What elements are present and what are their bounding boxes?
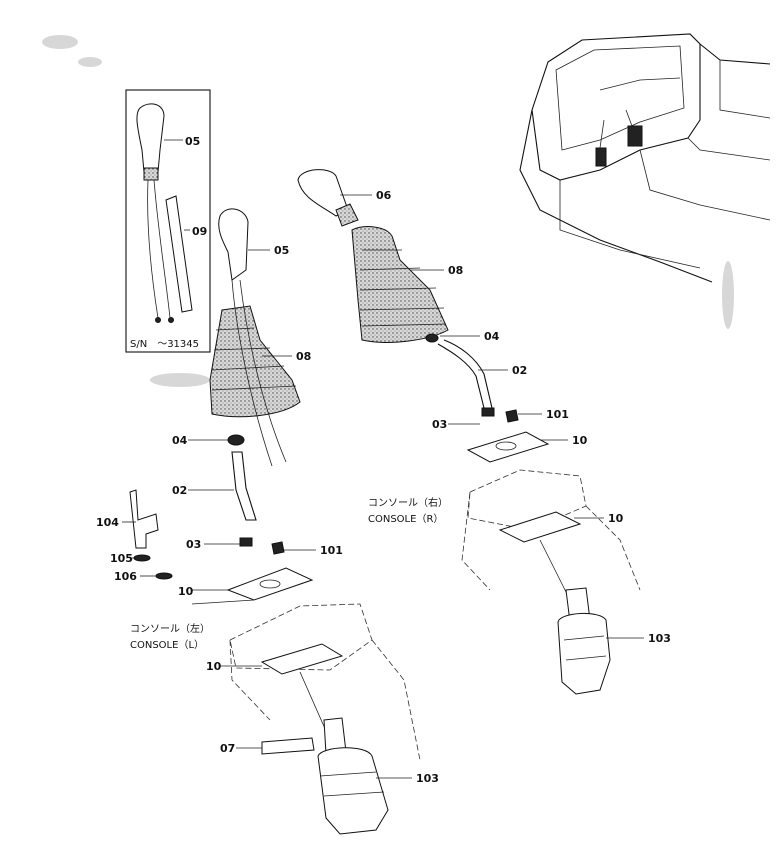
label-103-left: 103: [416, 772, 439, 785]
label-10-right-top: 10: [572, 434, 588, 447]
label-04-right: 04: [484, 330, 500, 343]
excavator-cab-illustration: [519, 33, 771, 283]
label-10-right-bottom: 10: [608, 512, 624, 525]
label-104: 104: [96, 516, 119, 529]
right-lever-assembly: [297, 169, 644, 695]
console-left-jp: コンソール（左）: [130, 622, 210, 635]
label-04-left: 04: [172, 434, 188, 447]
label-09: 09: [192, 225, 207, 238]
label-10-left-top: 10: [178, 585, 194, 598]
left-lever-assembly: [122, 208, 421, 835]
label-05: 05: [274, 244, 289, 257]
label-10-left-bottom: 10: [206, 660, 222, 673]
label-03-right: 03: [432, 418, 447, 431]
label-103-right: 103: [648, 632, 671, 645]
smudge-top-left: [42, 35, 102, 67]
label-101-right: 101: [546, 408, 569, 421]
label-106: 106: [114, 570, 137, 583]
console-left-en: CONSOLE（L）: [130, 639, 204, 651]
label-08-right: 08: [448, 264, 463, 277]
label-07: 07: [220, 742, 235, 755]
label-03-left: 03: [186, 538, 201, 551]
inset-serial-box: [125, 89, 211, 353]
console-right-jp: コンソール（右）: [368, 496, 448, 509]
label-05-inset: 05: [185, 135, 200, 148]
label-105: 105: [110, 552, 133, 565]
label-02-left: 02: [172, 484, 187, 497]
smudge-right: [722, 261, 734, 329]
smudge-mid-left: [150, 373, 210, 387]
label-101-left: 101: [320, 544, 343, 557]
serial-number-note: S/N ～31345: [130, 339, 199, 350]
label-08-left: 08: [296, 350, 311, 363]
console-right-en: CONSOLE（R）: [368, 513, 443, 525]
label-02-right: 02: [512, 364, 527, 377]
label-06: 06: [376, 189, 392, 202]
